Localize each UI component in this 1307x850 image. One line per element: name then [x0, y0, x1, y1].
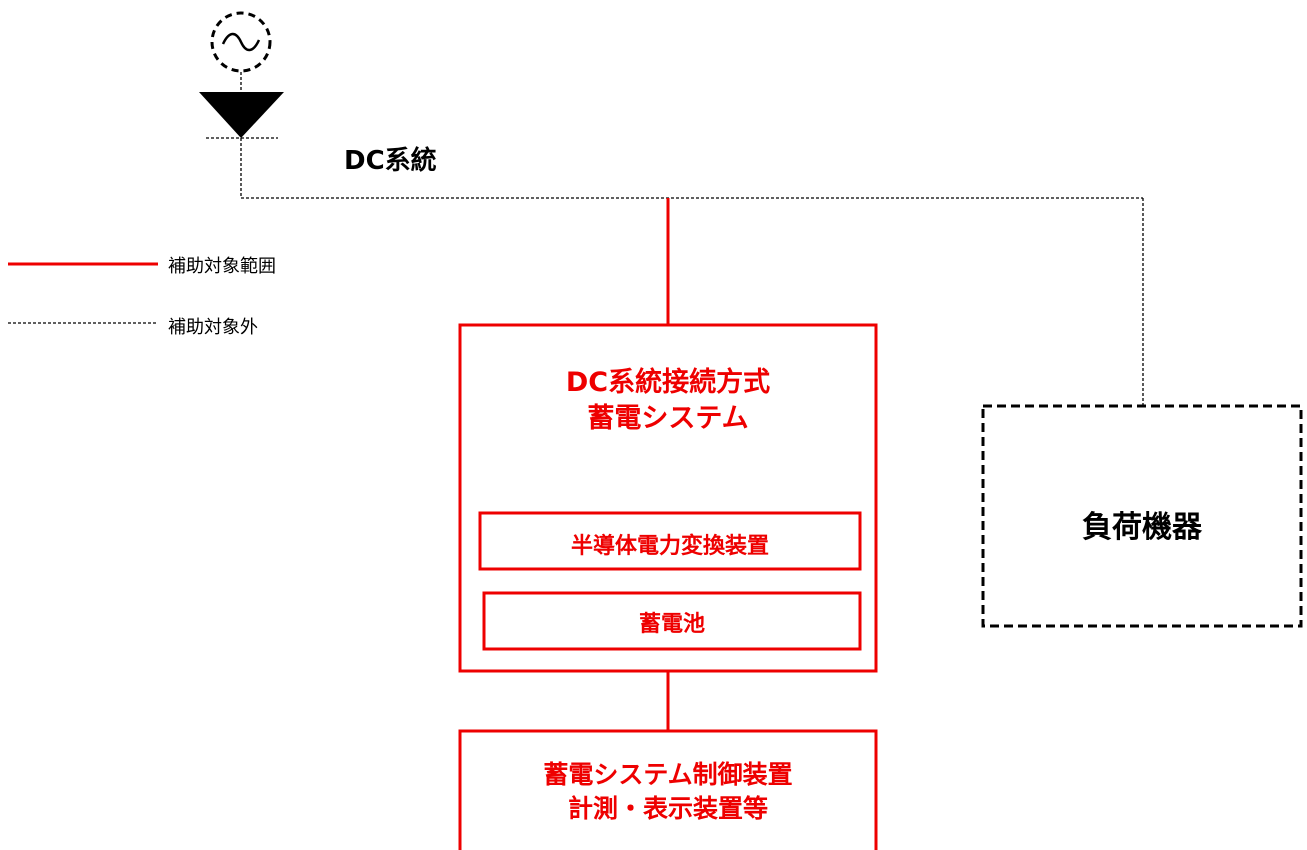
storage-system-title: DC系統接続方式 蓄電システム [460, 365, 876, 437]
controller-title: 蓄電システム制御装置 計測・表示装置等 [460, 758, 876, 826]
dc-grid-label: DC系統 [344, 146, 437, 176]
controller-title-line1: 蓄電システム制御装置 [543, 760, 793, 789]
storage-system-title-line1: DC系統接続方式 [565, 367, 771, 398]
battery-box [482, 591, 862, 651]
controller-title-line2: 計測・表示装置等 [567, 794, 768, 823]
load-box [981, 404, 1303, 628]
converter-box [478, 511, 862, 571]
ac-source-icon [210, 11, 272, 73]
load-equipment-label: 負荷機器 [1082, 510, 1202, 545]
legend-out-of-scope-label: 補助対象外 [168, 317, 258, 338]
battery-label: 蓄電池 [638, 612, 705, 637]
dc-bus-dashed [240, 138, 1144, 406]
rectifier-triangle-icon [199, 92, 284, 139]
legend-in-scope-label: 補助対象範囲 [168, 256, 276, 277]
converter-label: 半導体電力変換装置 [570, 534, 769, 559]
storage-system-title-line2: 蓄電システム [587, 403, 749, 434]
controller-box [458, 729, 878, 850]
